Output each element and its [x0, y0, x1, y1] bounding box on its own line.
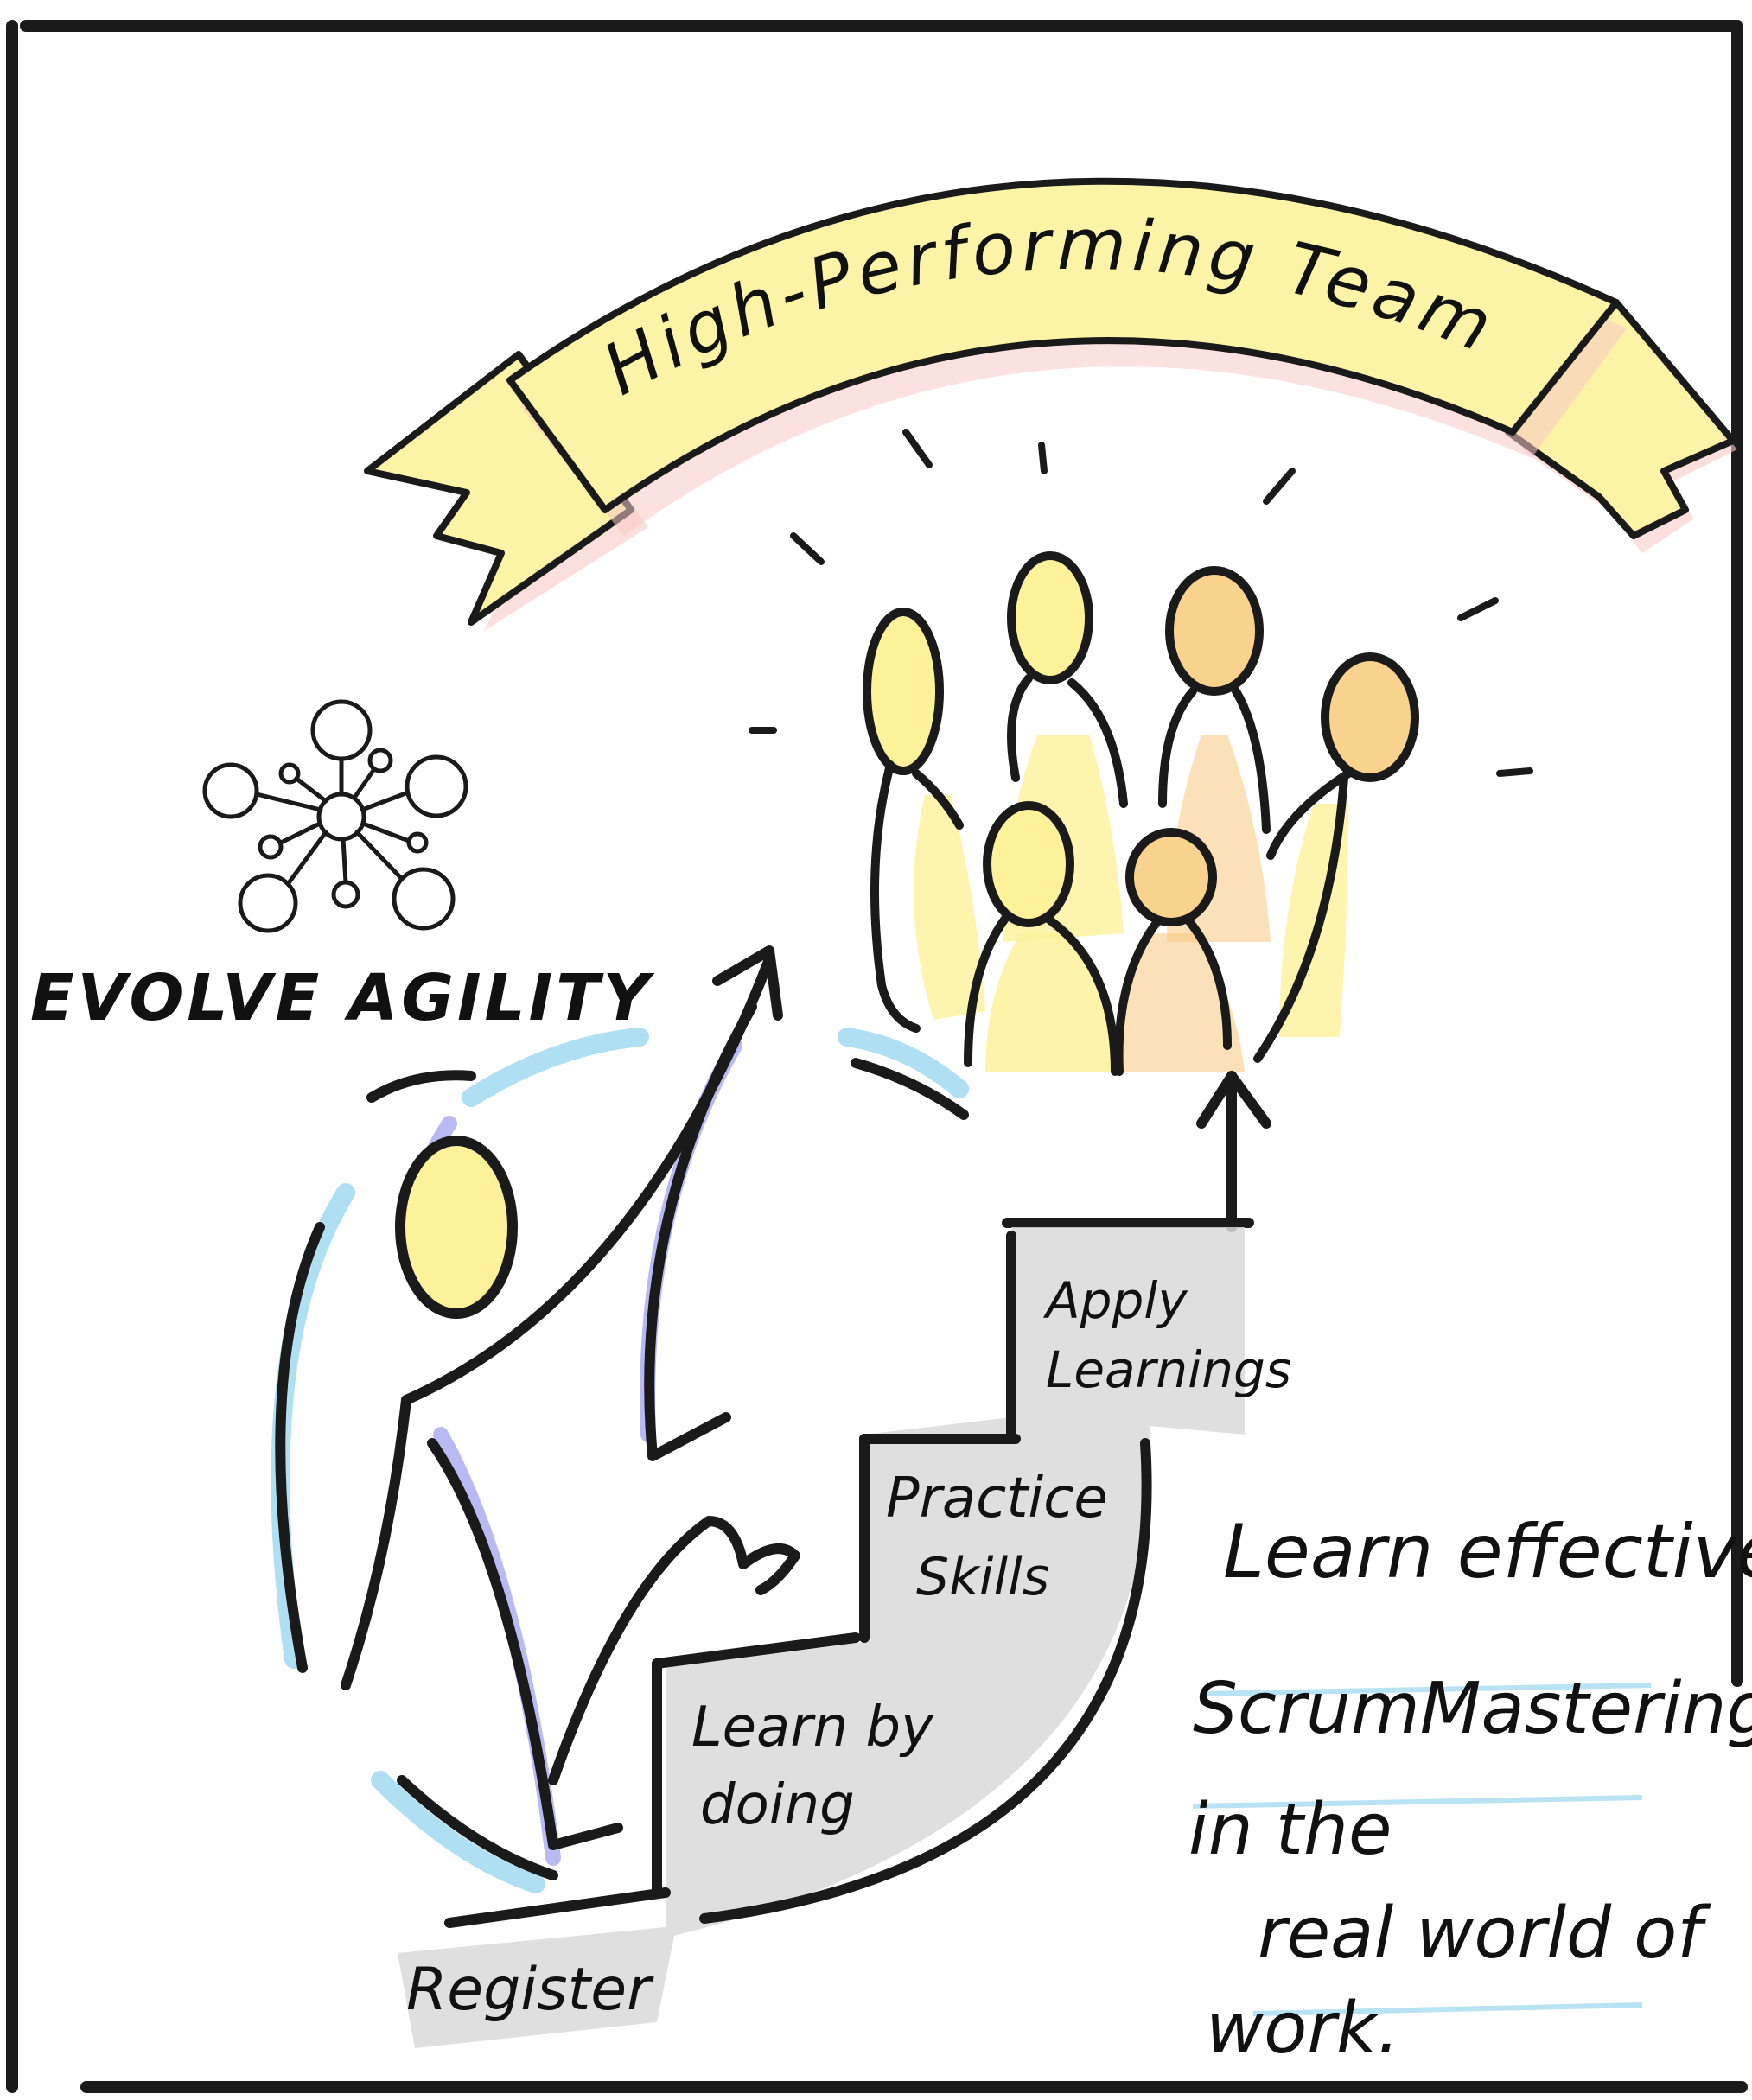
network-hub-icon — [205, 702, 466, 931]
person-head — [1130, 832, 1213, 922]
person-head — [867, 612, 940, 771]
tagline-line2: ScrumMastering — [1193, 1668, 1752, 1750]
team-of-people-icon — [867, 556, 1415, 1072]
tagline-line5: work. — [1206, 1988, 1400, 2070]
person-head — [1325, 657, 1415, 778]
step-label-learn-by-doing-line2: doing — [700, 1773, 855, 1837]
step-label-apply-learnings-line2: Learnings — [1046, 1340, 1291, 1399]
tagline-line3: in the — [1188, 1789, 1392, 1871]
step-label-practice-skills-line2: Skills — [916, 1547, 1049, 1607]
step-label-apply-learnings-line1: Apply — [1042, 1271, 1188, 1330]
person-head — [1011, 556, 1089, 680]
climber-head — [400, 1141, 513, 1314]
step-label-learn-by-doing-line1: Learn by — [691, 1696, 934, 1760]
step-label-practice-skills-line1: Practice — [886, 1467, 1108, 1530]
tagline-line4: real world of — [1258, 1893, 1711, 1975]
tagline-line1: Learn effective — [1223, 1509, 1752, 1595]
step-label-register: Register — [406, 1956, 654, 2024]
person-head — [987, 805, 1070, 923]
arrow-to-team — [1007, 1076, 1266, 1227]
logo-text: EVOLVE AGILITY — [30, 961, 655, 1035]
person-head — [1169, 570, 1259, 691]
